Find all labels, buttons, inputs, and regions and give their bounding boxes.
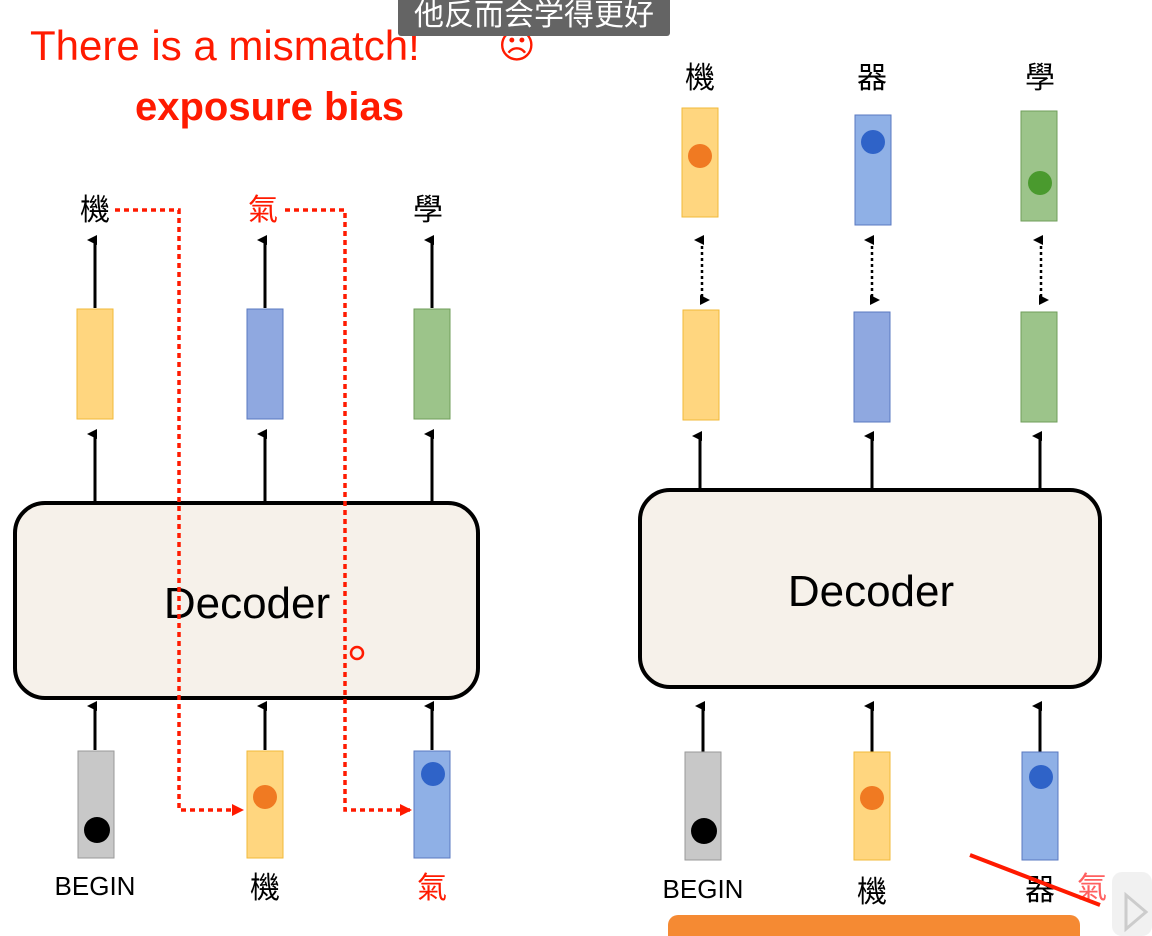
left-output-3: 學 xyxy=(413,193,443,228)
play-button-bg[interactable] xyxy=(1112,872,1152,936)
orange-banner xyxy=(668,915,1080,936)
black-dot xyxy=(691,818,717,844)
blue-dot xyxy=(1029,765,1053,789)
blue-dot xyxy=(421,762,445,786)
left-output-2: 氣 xyxy=(248,193,278,228)
target-vector-green xyxy=(1020,110,1058,222)
output-vector-yellow xyxy=(76,308,114,420)
output-vector-green xyxy=(1020,311,1058,423)
right-decoder-box xyxy=(638,488,1102,689)
mismatch-title: There is a mismatch! xyxy=(30,22,420,69)
play-button[interactable] xyxy=(1112,872,1152,936)
left-input-3: 氣 xyxy=(417,871,447,906)
output-vector-blue xyxy=(246,308,284,420)
right-input-2: 機 xyxy=(857,875,887,910)
red-dotted-feedback-arrow xyxy=(115,208,244,816)
right-target-2: 器 xyxy=(857,61,887,96)
orange-dot xyxy=(860,786,884,810)
output-vector-blue xyxy=(853,311,891,423)
green-dot xyxy=(1028,171,1052,195)
exposure-bias-label: exposure bias xyxy=(135,85,404,129)
output-vector-yellow xyxy=(682,309,720,421)
right-decoder-label: Decoder xyxy=(788,567,954,616)
right-target-3: 學 xyxy=(1025,61,1055,96)
left-diagram: 機 氣 學 Decoder BEGIN 機 氣 xyxy=(13,193,480,906)
play-icon[interactable] xyxy=(1124,891,1149,933)
left-decoder-label: Decoder xyxy=(164,579,330,628)
left-input-begin: BEGIN xyxy=(55,871,136,901)
video-subtitle: 他反而会学得更好 xyxy=(398,0,670,36)
red-dotted-feedback-arrow xyxy=(285,208,412,816)
right-diagram: 機 器 學 Decoder xyxy=(638,61,1152,936)
blue-dot xyxy=(861,130,885,154)
orange-dot xyxy=(253,785,277,809)
output-vector-green xyxy=(413,308,451,420)
orange-dot xyxy=(688,144,712,168)
left-output-1: 機 xyxy=(80,193,110,228)
right-input-begin: BEGIN xyxy=(663,874,744,904)
cursor-pointer-icon xyxy=(349,645,365,661)
black-dot xyxy=(84,817,110,843)
strike-through-line xyxy=(969,853,1101,907)
right-target-1: 機 xyxy=(685,61,715,96)
left-input-2: 機 xyxy=(250,871,280,906)
